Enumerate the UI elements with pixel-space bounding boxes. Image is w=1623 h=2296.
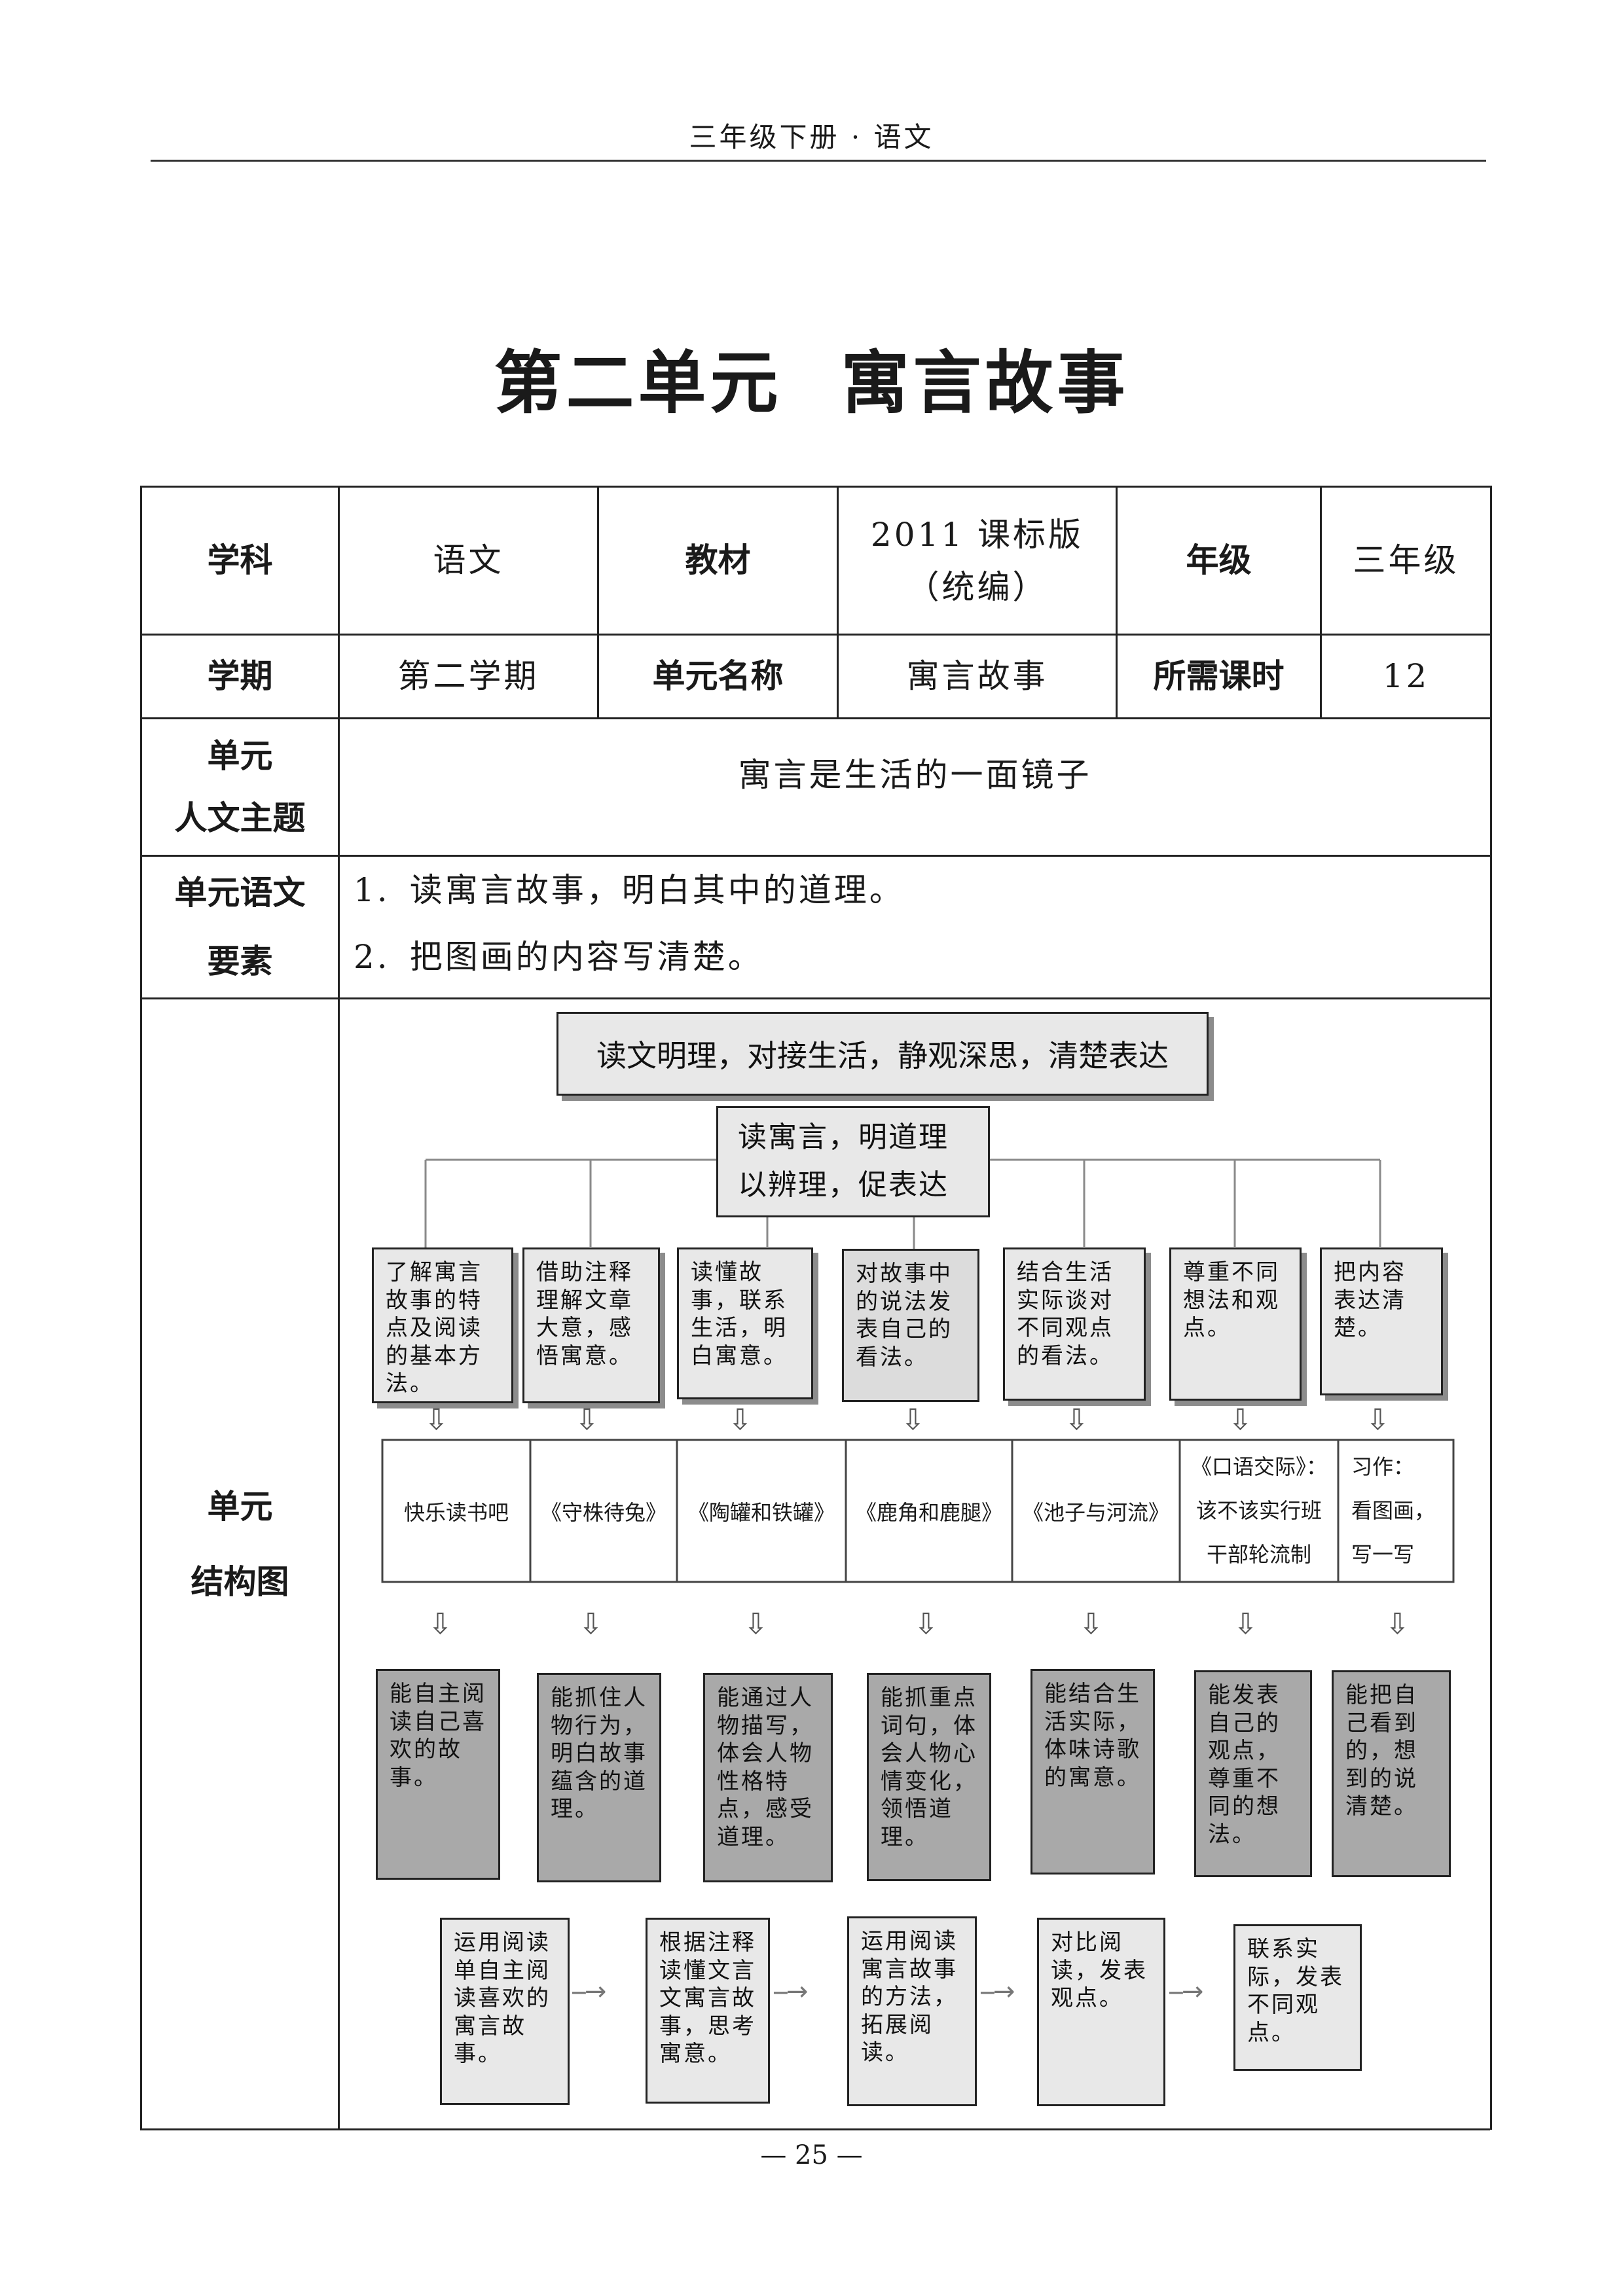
diagram-sub-line2: 以辨理，促表达 [738, 1168, 949, 1202]
goal-box-5: 结合生活实际谈对不同观点的看法。 [1003, 1247, 1146, 1401]
element-item-1: 1. 读寓言故事，明白其中的道理。 [354, 864, 905, 911]
header-divider [151, 160, 1486, 162]
goal-box-3: 读懂故事，联系生活，明白寓意。 [677, 1247, 813, 1399]
element-item-2: 2. 把图画的内容写清楚。 [354, 931, 763, 978]
textbook-value-line2: （统编） [906, 567, 1048, 606]
progress-box-3: 运用阅读寓言故事的方法，拓展阅读。 [847, 1916, 977, 2106]
down-arrow-icon: ⇩ [1385, 1607, 1410, 1641]
ability-box-4: 能抓重点词句，体会人物心情变化，领悟道理。 [867, 1673, 991, 1881]
down-arrow-icon: ⇩ [1079, 1607, 1103, 1641]
goal-box-7: 把内容表达清楚。 [1320, 1247, 1443, 1395]
ability-box-7: 能把自己看到的，想到的说清楚。 [1332, 1670, 1451, 1877]
down-arrow-icon: ⇩ [914, 1607, 938, 1641]
ability-box-1: 能自主阅读自己喜欢的故事。 [376, 1669, 500, 1880]
goal-box-1: 了解寓言故事的特点及阅读的基本方法。 [372, 1247, 513, 1403]
term-value: 第二学期 [397, 657, 539, 696]
elements-label-line2: 要素 [207, 942, 273, 980]
down-arrow-icon: ⇩ [424, 1403, 448, 1437]
element-text: 把图画的内容写清楚。 [409, 938, 763, 976]
lesson-1: 快乐读书吧 [403, 1499, 509, 1525]
right-arrow-icon: --→ [773, 1977, 808, 2007]
textbook-label: 教材 [685, 541, 751, 580]
ability-box-3: 能通过人物描写，体会人物性格特点，感受道理。 [703, 1673, 833, 1882]
textbook-value: 2011 课标版 （统编） [839, 488, 1116, 634]
element-num: 2. [354, 938, 390, 976]
page-number: — 25 — [760, 2140, 863, 2170]
right-arrow-icon: --→ [571, 1977, 606, 2007]
down-arrow-icon: ⇩ [744, 1607, 768, 1641]
down-arrow-icon: ⇩ [901, 1403, 925, 1437]
diagram-top-box: 读文明理，对接生活，静观深思，清楚表达 [556, 1012, 1209, 1096]
grade-label: 年级 [1186, 541, 1252, 580]
lesson-3: 《陶罐和铁罐》 [687, 1499, 835, 1525]
down-arrow-icon: ⇩ [1233, 1607, 1258, 1641]
ability-box-2: 能抓住人物行为，明白故事蕴含的道理。 [537, 1673, 661, 1882]
running-header: 三年级下册 · 语文 [689, 121, 934, 153]
structure-label-line2: 结构图 [191, 1563, 289, 1601]
structure-label: 单元 结构图 [142, 1466, 338, 1623]
progress-box-5: 联系实际，发表不同观点。 [1233, 1924, 1362, 2071]
diagram-sub-line1: 读寓言，明道理 [738, 1121, 949, 1155]
down-arrow-icon: ⇩ [728, 1403, 752, 1437]
lesson-6-line2: 该不该实行班 [1195, 1498, 1322, 1523]
lesson-2: 《守株待兔》 [540, 1499, 666, 1525]
goal-box-2: 借助注释理解文章大意，感悟寓意。 [522, 1247, 660, 1403]
page-title: 第二单元寓言故事 [0, 327, 1623, 426]
down-arrow-icon: ⇩ [428, 1607, 452, 1641]
subject-label: 学科 [207, 541, 273, 580]
elements-label-line1: 单元语文 [174, 873, 306, 912]
goal-box-6: 尊重不同想法和观点。 [1169, 1247, 1302, 1401]
hours-label: 所需课时 [1153, 657, 1285, 696]
lesson-7-line1: 习作： [1351, 1454, 1415, 1479]
lesson-6-line1: 《口语交际》： [1190, 1454, 1327, 1479]
title-topic: 寓言故事 [841, 342, 1129, 423]
diagram-sub-box: 读寓言，明道理 以辨理，促表达 [716, 1106, 990, 1217]
term-label: 学期 [207, 657, 273, 696]
theme-label-line2: 人文主题 [174, 798, 306, 837]
ability-box-5: 能结合生活实际，体味诗歌的寓意。 [1030, 1669, 1155, 1874]
textbook-value-line1: 2011 课标版 [870, 515, 1084, 554]
progress-box-2: 根据注释读懂文言文寓言故事，思考寓意。 [646, 1918, 770, 2104]
right-arrow-icon: --→ [979, 1977, 1015, 2007]
title-unit: 第二单元 [494, 342, 782, 423]
elements-label: 单元语文 要素 [142, 857, 338, 997]
lesson-7-line2: 看图画， [1351, 1498, 1436, 1523]
lesson-6: 《口语交际》： 该不该实行班 干部轮流制 [1180, 1440, 1338, 1582]
down-arrow-icon: ⇩ [1228, 1403, 1252, 1437]
progress-box-4: 对比阅读，发表观点。 [1037, 1918, 1165, 2106]
down-arrow-icon: ⇩ [1065, 1403, 1089, 1437]
lesson-4: 《鹿角和鹿腿》 [855, 1499, 1002, 1525]
lesson-5: 《池子与河流》 [1022, 1499, 1169, 1525]
structure-label-line1: 单元 [207, 1488, 273, 1526]
unit-name-value: 寓言故事 [906, 657, 1048, 696]
down-arrow-icon: ⇩ [1366, 1403, 1390, 1437]
theme-label: 单元 人文主题 [142, 719, 338, 855]
subject-value: 语文 [433, 541, 504, 580]
lesson-6-line3: 干部轮流制 [1206, 1542, 1311, 1568]
theme-value: 寓言是生活的一面镜子 [738, 755, 1092, 794]
element-num: 1. [354, 871, 390, 909]
progress-box-1: 运用阅读单自主阅读喜欢的寓言故事。 [440, 1918, 570, 2105]
grade-value: 三年级 [1353, 541, 1459, 580]
diagram-top-text: 读文明理，对接生活，静观深思，清楚表达 [596, 1038, 1169, 1073]
unit-name-label: 单元名称 [652, 657, 784, 696]
goal-box-4: 对故事中的说法发表自己的看法。 [842, 1249, 979, 1402]
theme-label-line1: 单元 [207, 736, 273, 775]
hours-value: 12 [1382, 657, 1430, 696]
down-arrow-icon: ⇩ [579, 1607, 603, 1641]
down-arrow-icon: ⇩ [575, 1403, 599, 1437]
lesson-7: 习作： 看图画， 写一写 [1338, 1440, 1453, 1582]
lesson-7-line3: 写一写 [1351, 1542, 1415, 1568]
ability-box-6: 能发表自己的观点，尊重不同的想法。 [1194, 1670, 1312, 1877]
element-text: 读寓言故事，明白其中的道理。 [409, 871, 905, 909]
right-arrow-icon: --→ [1168, 1977, 1203, 2007]
